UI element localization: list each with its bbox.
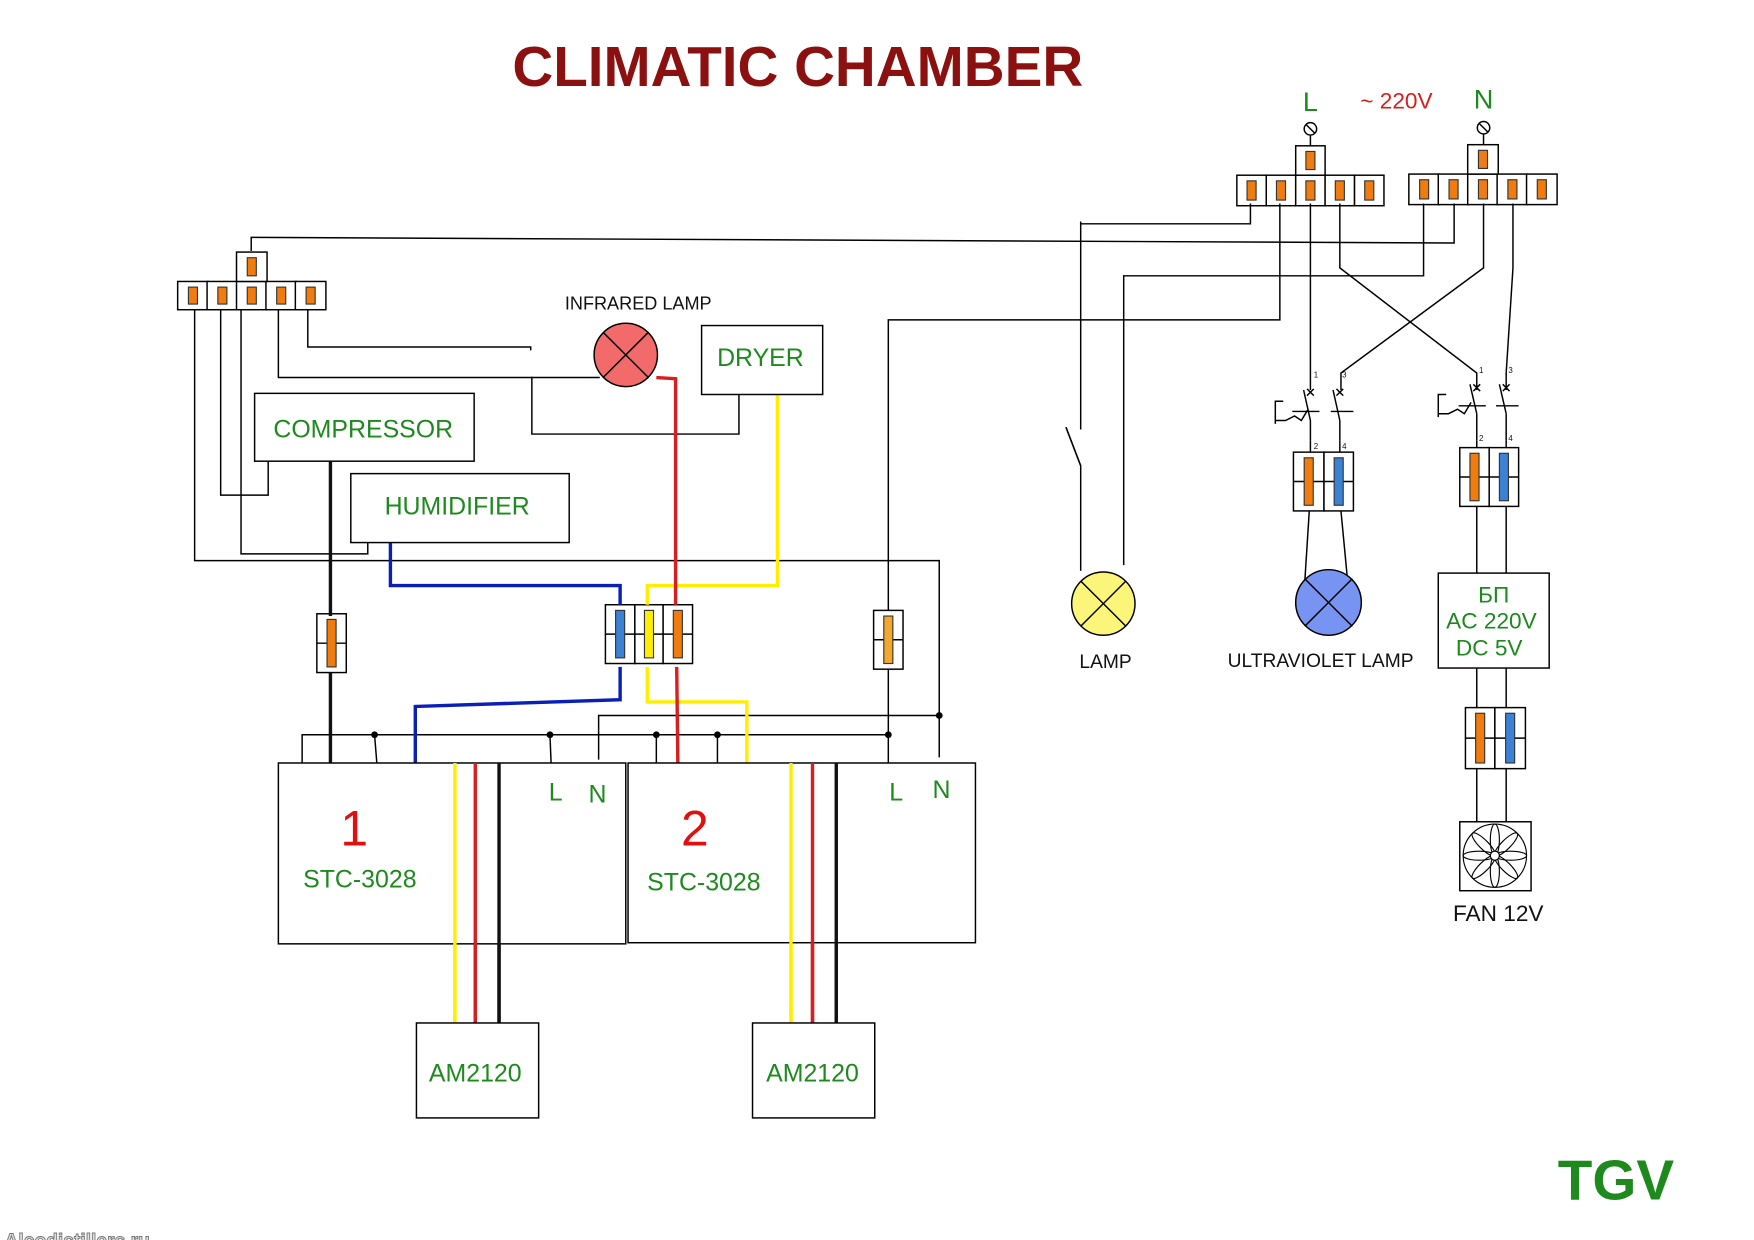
supply-n-screw-icon <box>1476 120 1491 146</box>
power-supply-box: БП AC 220V DC 5V <box>1437 572 1550 669</box>
junction-dots <box>371 712 943 739</box>
left-distribution-terminal <box>206 280 239 311</box>
supply-l-terminal <box>1265 174 1297 207</box>
dryer-label: DRYER <box>717 344 804 372</box>
psu-label-3: DC 5V <box>1456 636 1523 661</box>
svg-text:2: 2 <box>1479 434 1483 443</box>
fan-terminal-plus <box>1464 706 1496 770</box>
compressor-box: COMPRESSOR <box>253 392 475 462</box>
psu-label-2: AC 220V <box>1446 608 1537 633</box>
signature: TGV <box>1558 1148 1675 1211</box>
center-terminal-yellow <box>634 604 664 665</box>
humidifier-label: HUMIDIFIER <box>385 492 530 520</box>
black-wiring <box>193 203 1514 822</box>
sensor-2-label: AM2120 <box>766 1060 859 1088</box>
left-distribution-terminal <box>235 251 268 283</box>
supply-neutral-label: N <box>1474 84 1494 115</box>
svg-text:1: 1 <box>1314 371 1319 380</box>
lamp-switch-icon <box>1065 427 1082 466</box>
supply-n-terminal <box>1437 173 1470 206</box>
supply-l-terminal <box>1294 145 1326 176</box>
circuit-breaker-1-icon <box>1274 388 1354 441</box>
lamp-label: LAMP <box>1079 652 1131 673</box>
stc-controller-1: 1 STC-3028 L N <box>277 762 627 945</box>
uv-terminal-n <box>1323 451 1355 512</box>
watermark: Alcodistillers.ru <box>5 1231 150 1240</box>
circuit-breaker-2-icon <box>1437 383 1519 441</box>
terminal-blocks <box>176 143 1558 770</box>
controller-2-inline-terminal <box>872 609 904 670</box>
sensor-2-box: AM2120 <box>751 1022 876 1119</box>
controller-1-number: 1 <box>340 801 368 857</box>
fan-icon <box>1459 821 1532 892</box>
compressor-inline-terminal <box>316 613 348 674</box>
supply-l-terminal <box>1324 174 1356 207</box>
infrared-lamp-icon <box>593 322 659 388</box>
supply-line-label: L <box>1303 86 1318 117</box>
left-distribution-terminal <box>265 280 298 311</box>
humidifier-box: HUMIDIFIER <box>350 472 570 544</box>
supply-voltage-label: ~ 220V <box>1360 89 1432 114</box>
supply-l-terminal <box>1294 174 1326 207</box>
controller-1-model: STC-3028 <box>303 865 416 893</box>
sensor-1-box: AM2120 <box>415 1022 540 1119</box>
uv-lamp-icon <box>1294 568 1363 636</box>
stc-controller-2: 2 STC-3028 L N <box>627 762 977 944</box>
controller-1-l-label: L <box>549 778 563 806</box>
uv-lamp-label: ULTRAVIOLET LAMP <box>1228 651 1414 672</box>
sensor-1-label: AM2120 <box>429 1060 522 1088</box>
supply-n-terminal <box>1525 173 1558 206</box>
breaker-terminal-numbers: 1 3 2 4 1 3 2 4 <box>1314 366 1514 451</box>
psu-label-1: БП <box>1478 582 1509 607</box>
lamp-icon <box>1070 571 1136 636</box>
diagram-title: CLIMATIC CHAMBER <box>512 35 1083 98</box>
left-distribution-terminal <box>176 280 209 311</box>
psu-terminal-l <box>1459 446 1490 508</box>
controller-1-n-label: N <box>589 781 607 809</box>
controller-2-n-label: N <box>933 776 951 804</box>
controller-2-l-label: L <box>889 778 903 806</box>
svg-text:2: 2 <box>1314 442 1318 451</box>
left-distribution-terminal <box>294 280 327 311</box>
supply-n-terminal <box>1466 143 1499 175</box>
supply-l-terminal <box>1236 174 1268 207</box>
svg-text:3: 3 <box>1508 366 1513 375</box>
svg-text:4: 4 <box>1508 434 1513 443</box>
dryer-box: DRYER <box>700 324 824 396</box>
center-terminal-blue <box>604 604 636 665</box>
sensor-cables <box>453 762 838 1023</box>
left-distribution-terminal <box>235 280 268 311</box>
fan-label: FAN 12V <box>1453 901 1544 926</box>
compressor-label: COMPRESSOR <box>273 415 453 443</box>
fan-terminal-minus <box>1494 706 1527 770</box>
controller-2-number: 2 <box>681 801 709 857</box>
infrared-lamp-label: INFRARED LAMP <box>565 294 712 314</box>
supply-n-terminal <box>1408 173 1441 206</box>
svg-text:1: 1 <box>1479 366 1484 375</box>
supply-n-terminal <box>1496 173 1529 206</box>
svg-text:4: 4 <box>1342 442 1347 451</box>
supply-l-terminal <box>1353 174 1385 207</box>
supply-l-screw-icon <box>1303 121 1318 147</box>
center-terminal-orange <box>662 604 694 665</box>
controller-2-model: STC-3028 <box>647 869 760 897</box>
uv-terminal-l <box>1292 451 1325 512</box>
psu-terminal-n <box>1488 446 1520 508</box>
svg-text:3: 3 <box>1342 371 1347 380</box>
supply-n-terminal <box>1466 173 1499 206</box>
